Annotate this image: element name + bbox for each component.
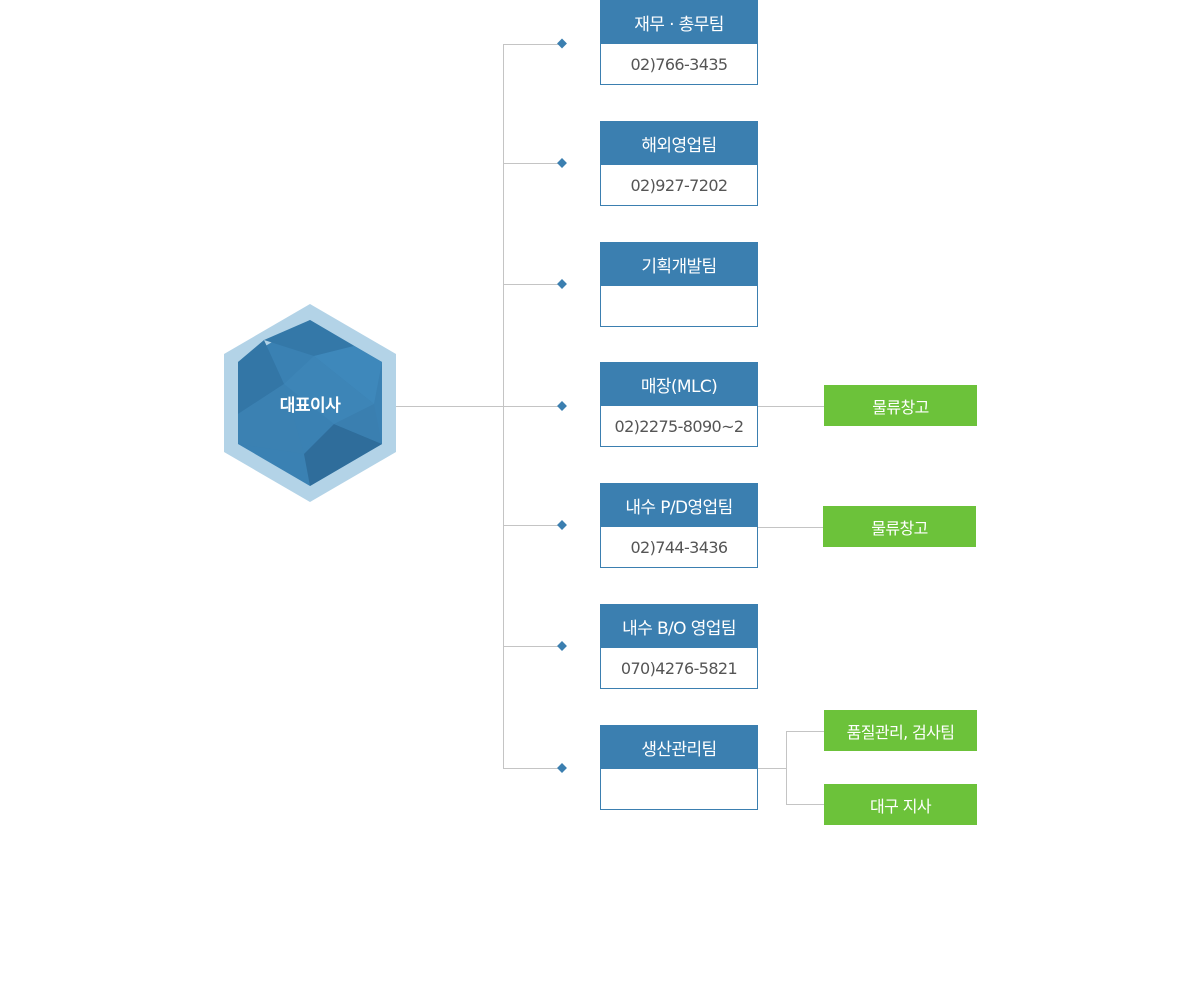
branch-node-2 — [557, 158, 567, 168]
dept-name: 생산관리팀 — [601, 726, 757, 769]
dept-domestic-pd-sales: 내수 P/D영업팀 02)744-3436 — [600, 483, 758, 568]
branch-node-1 — [557, 38, 567, 49]
sub-mlc-warehouse: 물류창고 — [824, 385, 977, 426]
branch-node-4 — [557, 401, 567, 411]
dept-phone: 02)927-7202 — [630, 175, 728, 195]
dept-name: 매장(MLC) — [601, 363, 757, 406]
dept-planning-development: 기획개발팀 — [600, 242, 758, 327]
hexagon-shape — [224, 304, 396, 502]
branch-node-7 — [557, 763, 567, 773]
dept-name: 기획개발팀 — [601, 243, 757, 286]
branch-node-5 — [557, 520, 567, 530]
dept-phone: 070)4276-5821 — [620, 658, 738, 678]
branch-node-6 — [557, 641, 567, 651]
dept-production-management: 생산관리팀 — [600, 725, 758, 810]
dept-phone: 02)744-3436 — [630, 537, 728, 557]
ceo-label: 대표이사 — [279, 395, 341, 416]
dept-phone — [601, 286, 757, 326]
dept-domestic-bo-sales: 내수 B/O 영업팀 070)4276-5821 — [600, 604, 758, 689]
dept-phone — [601, 769, 757, 809]
dept-finance-general: 재무 · 총무팀 02)766-3435 — [600, 0, 758, 85]
dept-phone: 02)766-3435 — [630, 54, 728, 74]
sub-pd-warehouse: 물류창고 — [823, 506, 976, 547]
dept-store-mlc: 매장(MLC) 02)2275-8090~2 — [600, 362, 758, 447]
sub-quality-inspection-team: 품질관리, 검사팀 — [824, 710, 977, 751]
dept-name: 내수 B/O 영업팀 — [601, 605, 757, 648]
dept-phone: 02)2275-8090~2 — [614, 416, 745, 436]
dept-name: 재무 · 총무팀 — [601, 1, 757, 44]
dept-name: 내수 P/D영업팀 — [601, 484, 757, 527]
branch-node-3 — [557, 279, 567, 289]
dept-name: 해외영업팀 — [601, 122, 757, 165]
dept-overseas-sales: 해외영업팀 02)927-7202 — [600, 121, 758, 206]
ceo-node: 대표이사 — [224, 304, 396, 502]
sub-daegu-branch: 대구 지사 — [824, 784, 977, 825]
